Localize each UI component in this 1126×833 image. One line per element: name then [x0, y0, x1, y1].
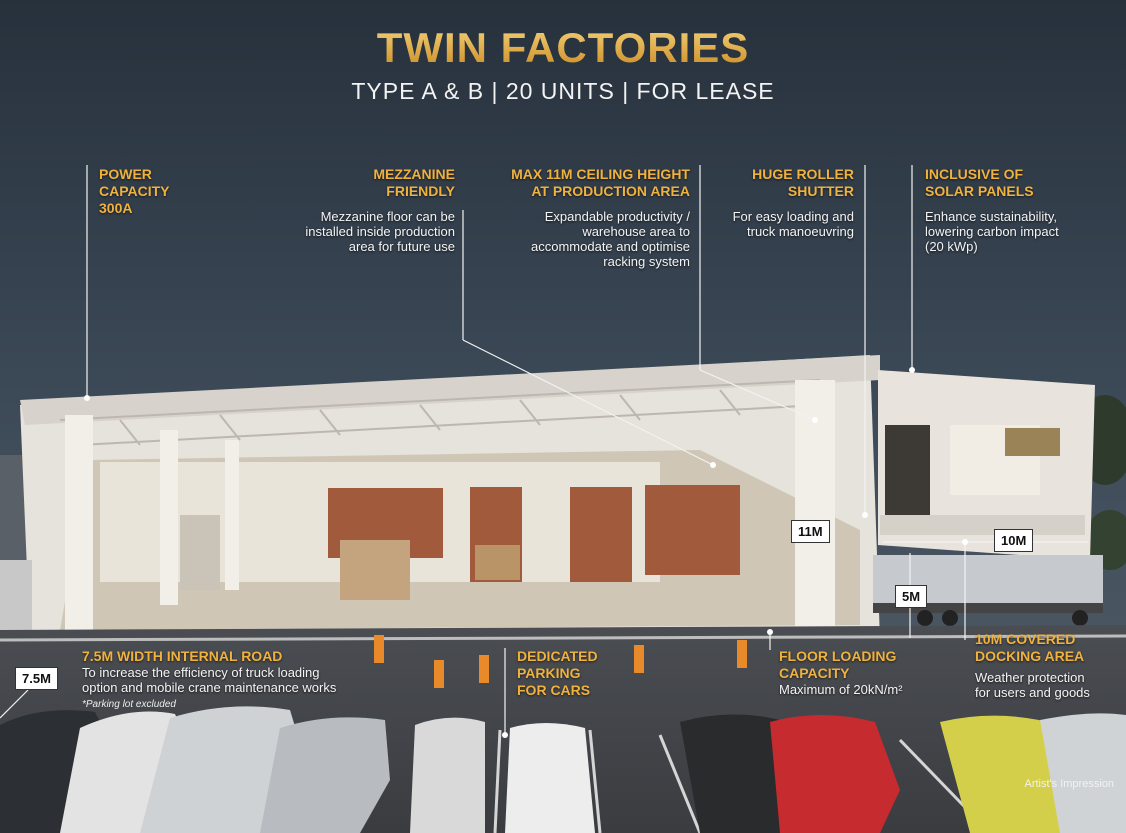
callout-shutter-desc-1: For easy loading and — [732, 209, 854, 224]
callout-power-heading-1: POWER — [99, 166, 152, 182]
callout-shutter: HUGE ROLLER SHUTTER For easy loading and… — [700, 166, 854, 239]
callout-solar: INCLUSIVE OF SOLAR PANELS Enhance sustai… — [925, 166, 1120, 254]
page-subtitle: TYPE A & B | 20 UNITS | FOR LEASE — [351, 78, 775, 104]
callout-mezzanine-heading-2: FRIENDLY — [386, 183, 455, 199]
callout-floor-heading-2: CAPACITY — [779, 665, 850, 681]
dimension-tag-road-width: 7.5M — [15, 667, 58, 690]
callout-docking-heading-2: DOCKING AREA — [975, 648, 1085, 664]
callout-ceiling-desc-3: accommodate and optimise — [531, 239, 690, 254]
callout-ceiling-heading-2: AT PRODUCTION AREA — [531, 183, 690, 199]
callout-power-heading-2: CAPACITY — [99, 183, 170, 199]
callout-road-desc-2: option and mobile crane maintenance work… — [82, 680, 337, 695]
callout-mezzanine-desc-1: Mezzanine floor can be — [320, 209, 455, 224]
callout-floor-heading-1: FLOOR LOADING — [779, 648, 897, 664]
callout-mezzanine-desc-2: installed inside production — [305, 224, 455, 239]
callout-docking-desc-1: Weather protection — [975, 670, 1085, 685]
callout-road: 7.5M WIDTH INTERNAL ROAD To increase the… — [82, 648, 392, 710]
callout-road-heading: 7.5M WIDTH INTERNAL ROAD — [82, 648, 283, 664]
callout-floor-desc: Maximum of 20kN/m² — [779, 682, 903, 697]
callout-mezzanine: MEZZANINE FRIENDLY Mezzanine floor can b… — [255, 166, 455, 254]
callout-solar-desc-2: lowering carbon impact — [925, 224, 1059, 239]
callout-solar-desc-3: (20 kWp) — [925, 239, 978, 254]
callout-power-heading-3: 300A — [99, 200, 133, 216]
callout-road-desc-1: To increase the efficiency of truck load… — [82, 665, 320, 680]
callout-mezzanine-desc-3: area for future use — [348, 239, 455, 254]
callout-docking-heading-1: 10M COVERED — [975, 631, 1076, 647]
callout-solar-desc-1: Enhance sustainability, — [925, 209, 1058, 224]
callout-solar-heading-2: SOLAR PANELS — [925, 183, 1034, 199]
callout-power: POWER CAPACITY 300A — [99, 166, 170, 217]
callout-parking-heading-1: DEDICATED — [517, 648, 598, 664]
callout-docking-desc-2: for users and goods — [975, 685, 1090, 700]
callout-shutter-heading-2: SHUTTER — [787, 183, 854, 199]
callout-mezzanine-heading-1: MEZZANINE — [373, 166, 455, 182]
dimension-tag-dock-width: 10M — [994, 529, 1034, 552]
callout-floor: FLOOR LOADING CAPACITY Maximum of 20kN/m… — [779, 648, 949, 697]
page-title: TWIN FACTORIES — [0, 24, 1126, 72]
callout-parking-heading-2: PARKING — [517, 665, 581, 681]
dimension-tag-dock-height: 5M — [895, 585, 928, 608]
callout-solar-heading-1: INCLUSIVE OF — [925, 166, 1024, 182]
callout-ceiling-heading-1: MAX 11M CEILING HEIGHT — [511, 166, 690, 182]
callout-shutter-heading-1: HUGE ROLLER — [752, 166, 854, 182]
callout-shutter-desc-2: truck manoeuvring — [747, 224, 854, 239]
callout-ceiling-desc-2: warehouse area to — [582, 224, 690, 239]
artist-credit: Artist's Impression — [1024, 778, 1114, 790]
callout-ceiling: MAX 11M CEILING HEIGHT AT PRODUCTION ARE… — [470, 166, 690, 269]
callout-parking-heading-3: FOR CARS — [517, 682, 591, 698]
callout-parking: DEDICATED PARKING FOR CARS — [517, 648, 598, 699]
callout-ceiling-desc-4: racking system — [603, 254, 690, 269]
callout-docking: 10M COVERED DOCKING AREA Weather protect… — [975, 631, 1120, 700]
dimension-tag-ceiling: 11M — [791, 520, 830, 543]
callout-ceiling-desc-1: Expandable productivity / — [544, 209, 690, 224]
callout-road-note: *Parking lot excluded — [82, 699, 176, 710]
